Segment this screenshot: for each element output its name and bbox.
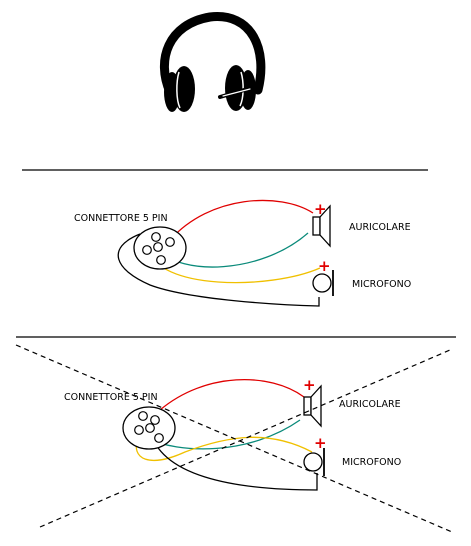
wiring-diagram-incorrect: CONNETTORE 5 PIN + AURICOLARE + MICROFON… (15, 344, 453, 533)
pin (134, 425, 144, 435)
pin (138, 411, 148, 421)
speaker-icon (303, 384, 322, 428)
pin (150, 415, 160, 425)
pin (156, 255, 166, 265)
cross-out-line-1 (15, 344, 453, 533)
polarity-plus-earphone: + (303, 376, 316, 394)
connector-5-pin (133, 226, 187, 270)
wire-yellow (135, 436, 313, 461)
connector-5-pin (122, 406, 176, 450)
earphone-label: AURICOLARE (349, 222, 411, 233)
polarity-plus-earphone: + (314, 200, 327, 218)
connector-label: CONNETTORE 5 PIN (74, 213, 168, 224)
microphone-icon (303, 448, 325, 476)
pin (142, 245, 152, 255)
wire-black (117, 233, 320, 307)
polarity-plus-microphone: + (314, 434, 327, 452)
pin (165, 237, 175, 247)
connector-label: CONNETTORE 5 PIN (64, 392, 158, 403)
speaker-icon (312, 204, 331, 248)
microphone-icon (312, 270, 334, 296)
wiring-diagram-correct: CONNETTORE 5 PIN + AURICOLARE + MICROFON… (74, 199, 411, 307)
pin (145, 423, 155, 433)
pin (154, 433, 164, 443)
microphone-label: MICROFONO (352, 279, 411, 290)
cross-out-line-2 (39, 349, 451, 528)
pin (151, 232, 161, 242)
polarity-plus-microphone: + (318, 257, 331, 275)
wire-red (169, 199, 314, 241)
headset-icon (159, 12, 266, 112)
earphone-label: AURICOLARE (339, 399, 401, 410)
microphone-label: MICROFONO (342, 457, 401, 468)
wire-red (159, 378, 305, 411)
pin (153, 242, 163, 252)
